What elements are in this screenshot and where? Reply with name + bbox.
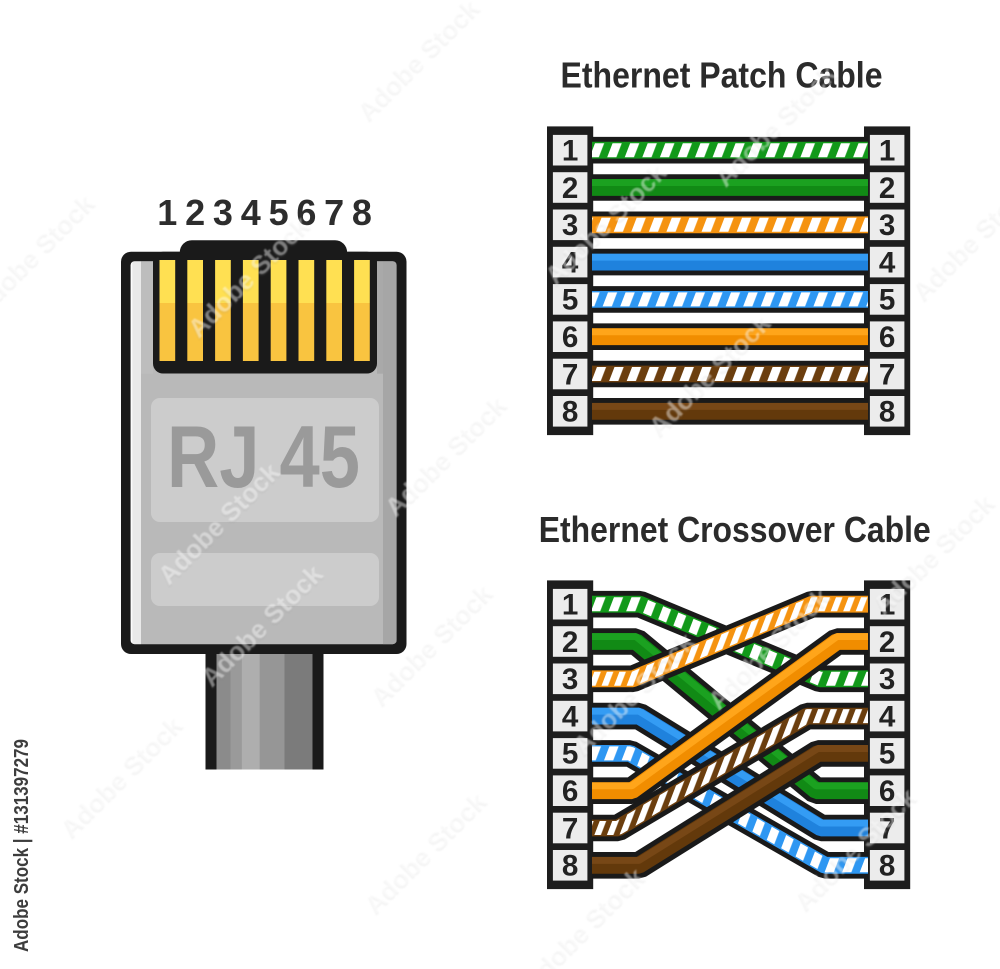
svg-text:8: 8 — [879, 396, 895, 429]
svg-text:2: 2 — [879, 172, 895, 205]
svg-text:Ethernet Patch Cable: Ethernet Patch Cable — [561, 55, 883, 96]
svg-text:8: 8 — [879, 850, 895, 883]
svg-text:RJ 45: RJ 45 — [167, 407, 360, 506]
svg-text:6: 6 — [562, 321, 578, 354]
svg-text:4: 4 — [562, 700, 579, 733]
svg-text:7: 7 — [879, 812, 895, 845]
svg-text:8: 8 — [562, 850, 578, 883]
svg-text:1: 1 — [879, 135, 895, 168]
svg-text:4: 4 — [879, 246, 896, 279]
svg-text:2: 2 — [562, 626, 578, 659]
svg-text:5: 5 — [269, 192, 289, 233]
svg-text:5: 5 — [562, 284, 578, 317]
svg-text:4: 4 — [562, 246, 579, 279]
svg-text:1: 1 — [157, 192, 177, 233]
svg-text:2: 2 — [185, 192, 205, 233]
svg-text:7: 7 — [562, 812, 578, 845]
svg-text:5: 5 — [879, 738, 895, 771]
svg-text:3: 3 — [213, 192, 233, 233]
svg-text:1: 1 — [562, 135, 578, 168]
svg-text:3: 3 — [879, 663, 895, 696]
svg-text:2: 2 — [879, 626, 895, 659]
svg-text:6: 6 — [879, 775, 895, 808]
svg-text:7: 7 — [562, 358, 578, 391]
svg-text:1: 1 — [879, 589, 895, 622]
svg-text:6: 6 — [562, 775, 578, 808]
svg-text:5: 5 — [879, 284, 895, 317]
svg-text:7: 7 — [879, 358, 895, 391]
svg-text:4: 4 — [879, 700, 896, 733]
svg-text:7: 7 — [324, 192, 344, 233]
svg-text:2: 2 — [562, 172, 578, 205]
svg-text:5: 5 — [562, 738, 578, 771]
svg-text:Ethernet Crossover Cable: Ethernet Crossover Cable — [539, 509, 931, 550]
svg-text:8: 8 — [562, 396, 578, 429]
svg-text:Adobe Stock | #131397279: Adobe Stock | #131397279 — [11, 739, 33, 952]
svg-text:3: 3 — [562, 209, 578, 242]
svg-text:1: 1 — [562, 589, 578, 622]
svg-text:6: 6 — [879, 321, 895, 354]
svg-text:8: 8 — [352, 192, 372, 233]
svg-text:6: 6 — [296, 192, 316, 233]
svg-text:3: 3 — [562, 663, 578, 696]
svg-text:4: 4 — [241, 192, 261, 233]
svg-text:3: 3 — [879, 209, 895, 242]
